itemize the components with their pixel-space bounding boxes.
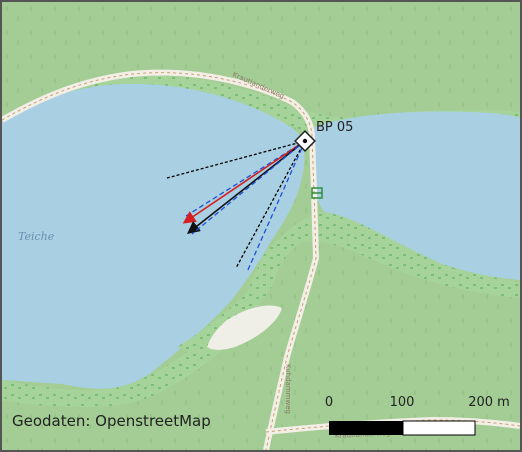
scale-bar: 0 100 200 m xyxy=(325,395,510,436)
bound-line-blue-lower xyxy=(191,140,306,235)
place-label-teiche: Teiche xyxy=(18,230,55,243)
lake-east xyxy=(314,111,520,280)
scale-label-0: 0 xyxy=(325,395,333,410)
observation-point-marker[interactable] xyxy=(294,130,316,152)
scale-segment-black xyxy=(329,421,403,435)
marker-label: BP 05 xyxy=(316,120,353,135)
footpath-north-edge xyxy=(2,72,313,138)
footpath-central xyxy=(263,136,320,450)
bound-line-black-inner xyxy=(235,140,306,269)
scale-segment-white xyxy=(402,420,476,436)
wetland-area-south xyxy=(177,212,520,352)
heading-line-red xyxy=(182,140,306,224)
bound-line-black-outer xyxy=(166,140,306,179)
map-attribution: Geodaten: OpenstreetMap xyxy=(12,412,211,430)
bridge-icon xyxy=(311,187,323,199)
scale-label-100: 100 xyxy=(390,395,415,410)
bearing-lines xyxy=(166,140,306,273)
scale-label-200: 200 m xyxy=(468,395,510,410)
sand-area xyxy=(207,305,282,350)
heading-line-black xyxy=(186,140,306,234)
lake-west xyxy=(2,83,305,389)
footpath-south-edge xyxy=(265,419,520,433)
street-label-vertical: Kuhdammweg xyxy=(284,364,292,414)
wetland-area-southwest xyxy=(2,332,232,408)
